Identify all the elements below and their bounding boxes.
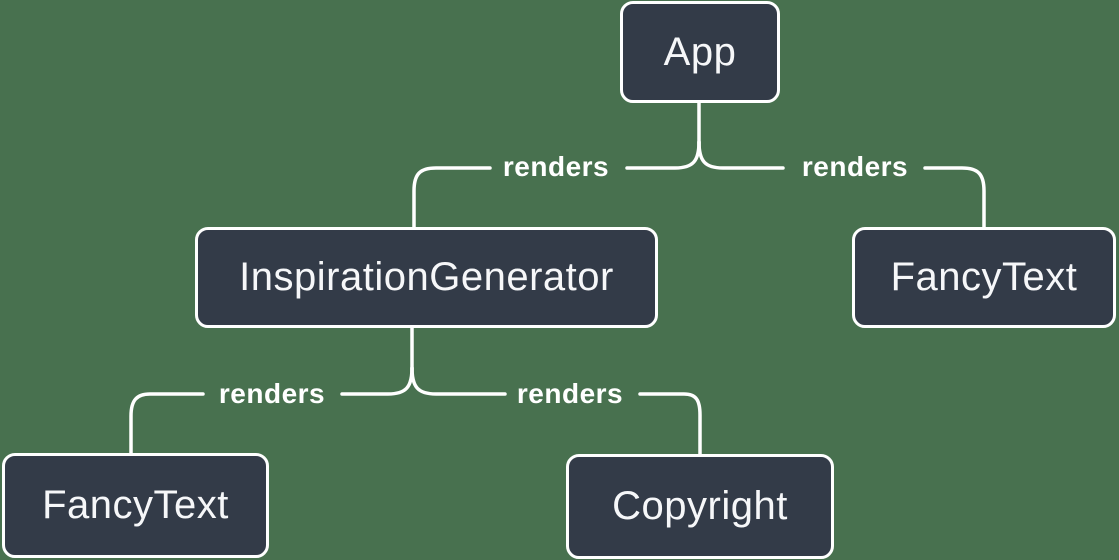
node-fancy-text-bottom: FancyText	[2, 453, 269, 558]
node-app: App	[620, 1, 780, 103]
node-inspiration-generator: InspirationGenerator	[195, 227, 658, 328]
edge-label-app-inspiration-generator: renders	[502, 151, 610, 182]
edge-ig-to-fancy-text	[340, 366, 414, 396]
node-copyright: Copyright	[566, 454, 834, 559]
edge-label-ig-copyright: renders	[516, 378, 624, 409]
edge-ig-to-copyright	[410, 366, 507, 396]
edge-label-app-fancy-text: renders	[801, 151, 909, 182]
node-copyright-label: Copyright	[612, 484, 788, 528]
edge-label-ig-fancy-text: renders	[218, 378, 326, 409]
edge-app-to-fancy-text	[697, 140, 785, 170]
node-fancy-text-bottom-label: FancyText	[42, 483, 229, 527]
edge-ig-to-fancy-text-tail	[129, 392, 205, 457]
edge-app-to-inspiration-generator	[625, 140, 701, 170]
node-inspiration-generator-label: InspirationGenerator	[239, 255, 614, 299]
node-fancy-text-top: FancyText	[852, 227, 1116, 328]
edge-app-to-fancy-text-tail	[923, 166, 986, 231]
edge-app-to-inspiration-generator-tail	[412, 166, 492, 231]
node-fancy-text-top-label: FancyText	[890, 255, 1078, 299]
node-app-label: App	[663, 29, 737, 74]
edge-ig-to-copyright-tail	[638, 392, 702, 458]
